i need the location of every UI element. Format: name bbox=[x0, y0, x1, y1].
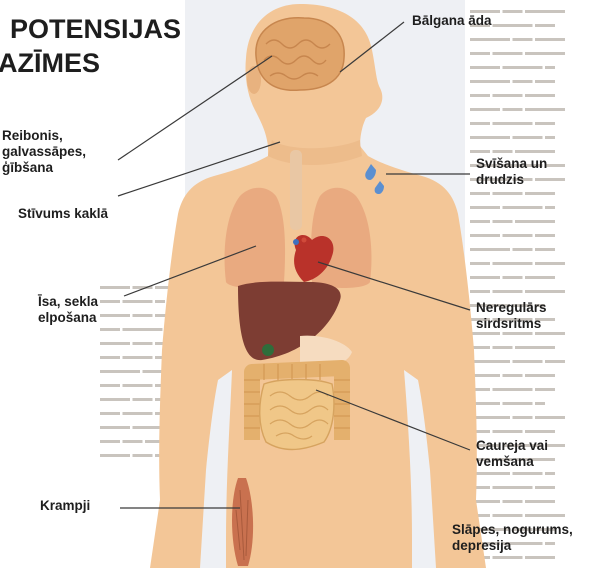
title-line-2: AZĪMES bbox=[0, 48, 100, 79]
label-heartbeat: Neregulārs sirdsritms bbox=[476, 300, 547, 332]
label-breathing: Īsa, sekla elpošana bbox=[38, 294, 98, 326]
label-thirst: Slāpes, nogurums, depresija bbox=[452, 522, 573, 554]
title-line-1: POTENSIJAS bbox=[10, 14, 181, 45]
label-diarrhea: Caureja vai vemšana bbox=[476, 438, 548, 470]
label-dizziness: Reibonis, galvassāpes, ģībšana bbox=[2, 128, 86, 176]
brain bbox=[256, 18, 344, 90]
label-pale-skin: Bālgana āda bbox=[412, 13, 492, 29]
label-sweating: Svīšana un drudzis bbox=[476, 156, 547, 188]
label-cramps: Krampji bbox=[40, 498, 90, 514]
label-stiff-neck: Stīvums kaklā bbox=[18, 206, 108, 222]
small-intestine bbox=[260, 380, 334, 450]
trachea bbox=[290, 150, 302, 230]
